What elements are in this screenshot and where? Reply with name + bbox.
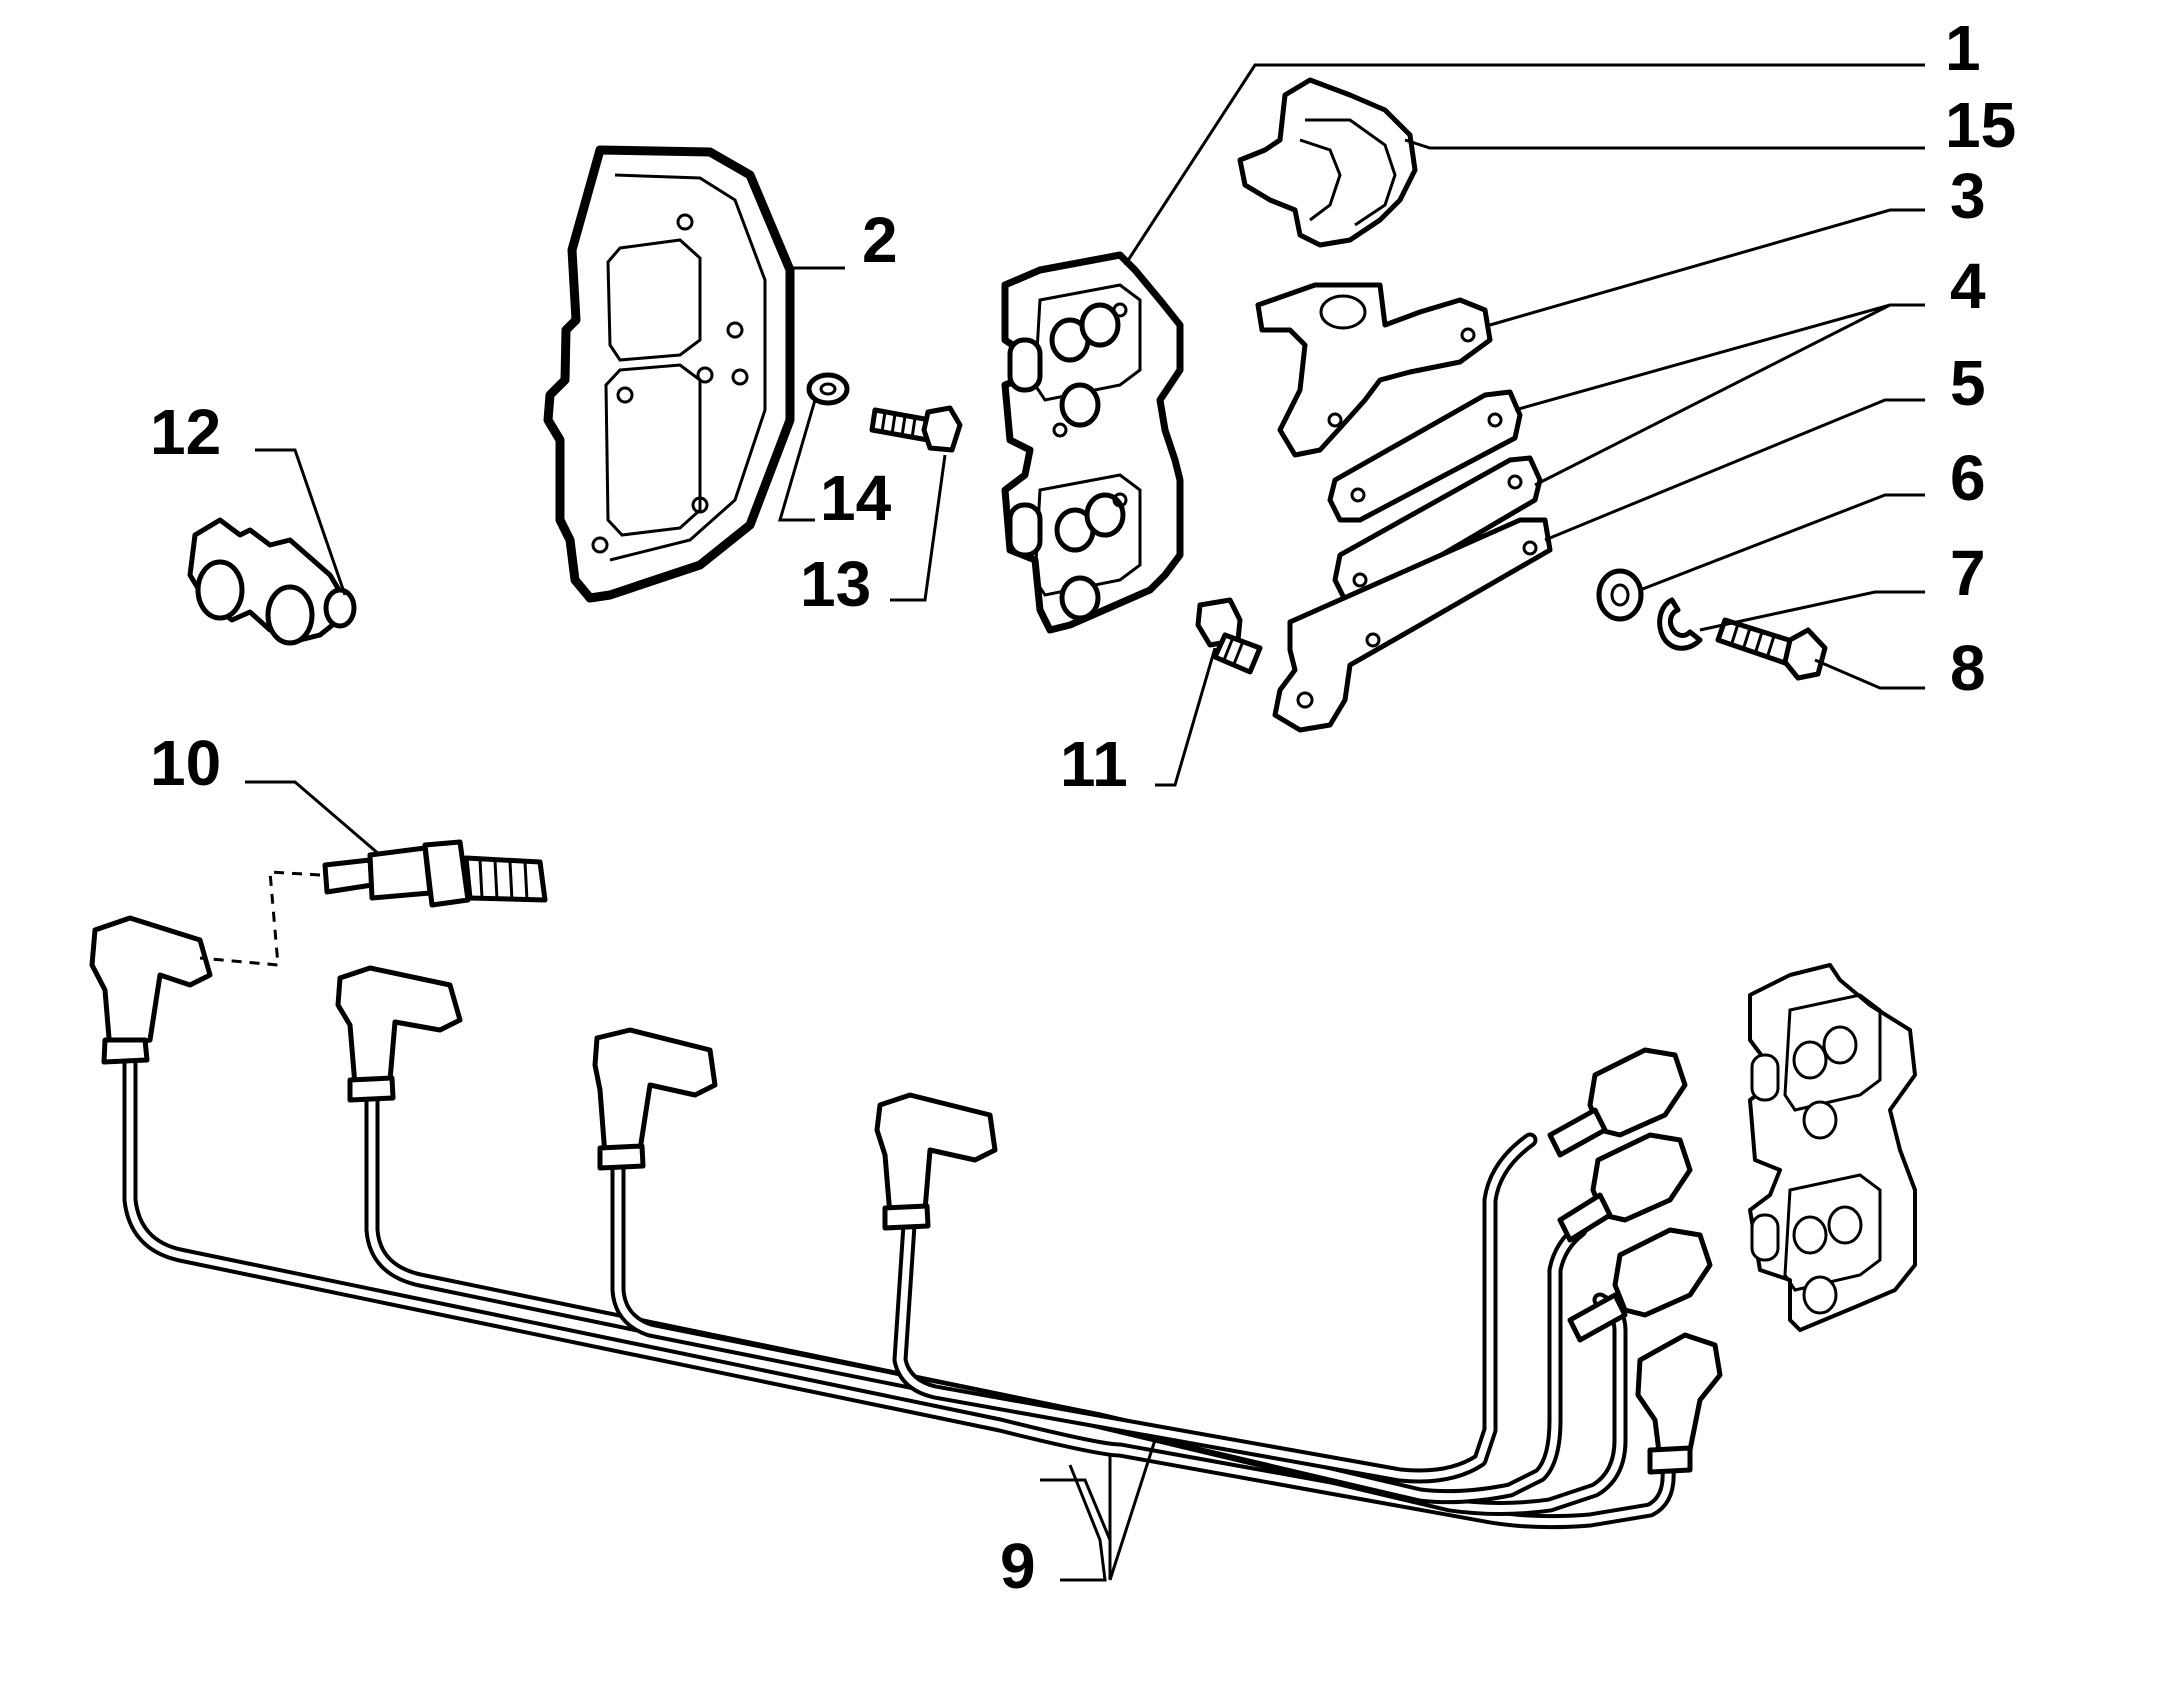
callout-12: 12	[150, 396, 221, 468]
callout-3: 3	[1950, 160, 1986, 232]
spark-plug	[322, 839, 548, 908]
callout-5: 5	[1950, 347, 1986, 419]
callout-15: 15	[1945, 89, 2016, 161]
spacer-plate-lower	[1332, 455, 1543, 603]
ignition-cables	[89, 915, 1723, 1530]
lock-washer	[806, 372, 850, 406]
cover-plate	[543, 145, 795, 603]
callout-1: 1	[1945, 12, 1981, 84]
callout-9: 9	[1000, 1530, 1036, 1602]
callout-2: 2	[862, 204, 898, 276]
bracket-3	[1255, 282, 1493, 458]
spring-washer	[1657, 597, 1703, 651]
alignment-dash-line	[199, 870, 321, 967]
ignition-coil	[1001, 251, 1184, 634]
callout-13: 13	[800, 548, 871, 620]
callout-14: 14	[820, 462, 892, 534]
callout-6: 6	[1950, 442, 1986, 514]
ignition-coil-reference	[1748, 963, 1917, 1332]
callout-7: 7	[1950, 537, 1986, 609]
bracket-5	[1272, 517, 1553, 733]
stud-11	[1195, 597, 1263, 675]
callout-8: 8	[1950, 632, 1986, 704]
spacer-plate-upper	[1327, 389, 1523, 523]
callout-4: 4	[1950, 250, 1986, 322]
callout-10: 10	[150, 727, 221, 799]
callout-labels: 1 15 3 2 4 5 12 6 14 7 13 8 11 10 9	[150, 12, 2016, 1602]
flat-washer	[1596, 568, 1644, 622]
double-clip	[187, 517, 357, 646]
cable-retainer	[1237, 77, 1418, 248]
bolt-13	[869, 405, 963, 453]
leader-lines	[245, 63, 1925, 1582]
bolt-8	[1715, 617, 1828, 681]
callout-11: 11	[1060, 728, 1128, 800]
